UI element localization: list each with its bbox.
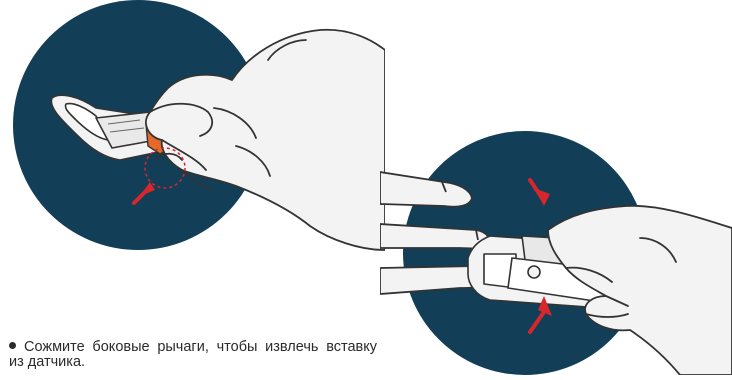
squeeze-levers-illustration — [0, 0, 385, 300]
bullet-icon — [9, 342, 16, 349]
instruction-caption: Сожмите боковые рычаги, чтобы извлечь вс… — [9, 340, 377, 370]
instruction-text: Сожмите боковые рычаги, чтобы извлечь вс… — [9, 339, 377, 370]
remove-insert-illustration — [380, 118, 732, 375]
